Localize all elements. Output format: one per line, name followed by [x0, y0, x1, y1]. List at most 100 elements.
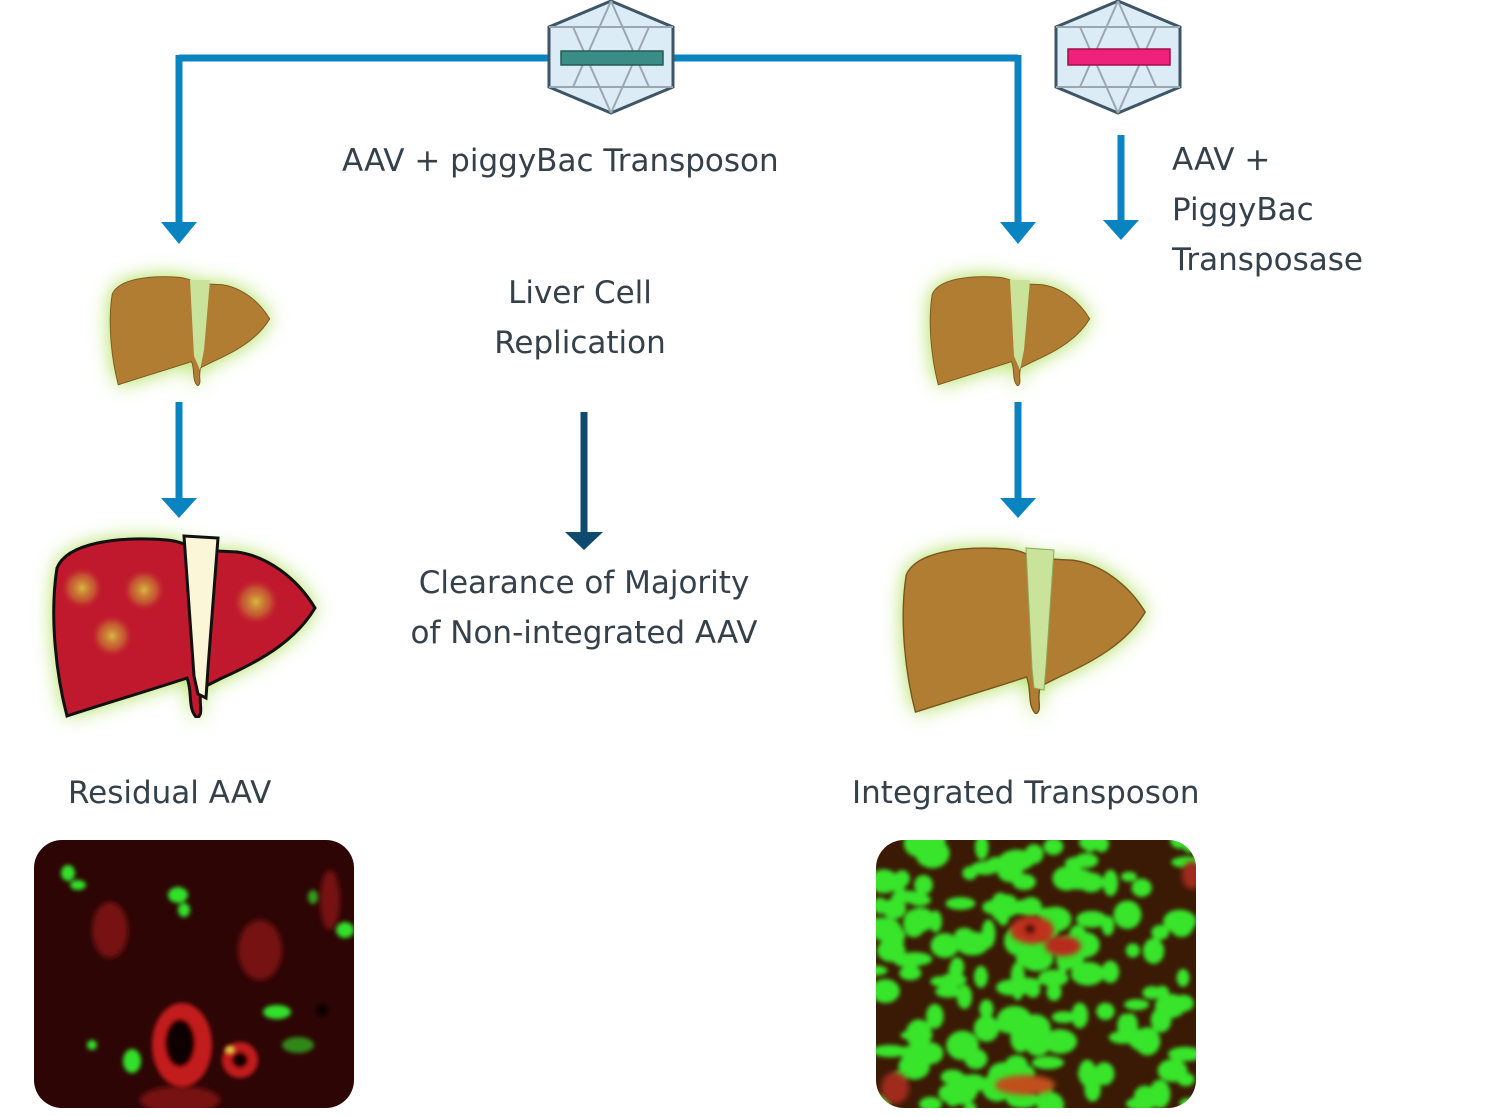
fluorescent-cell: [1076, 910, 1108, 928]
fluorescent-cell: [1046, 983, 1062, 1001]
aav-spot: [60, 566, 104, 610]
fluorescent-cell: [945, 897, 976, 910]
aav-spot: [90, 614, 134, 658]
fluorescent-cell: [1101, 960, 1120, 984]
transposase-vector-label: AAV + PiggyBac Transposase: [1172, 135, 1363, 285]
fluorescent-cell: [1043, 1029, 1078, 1054]
micrograph-residual-aav: [34, 840, 354, 1108]
fluorescent-cell: [1084, 1076, 1101, 1102]
residual-aav-label: Residual AAV: [68, 775, 272, 811]
fluorescent-cell: [876, 1044, 908, 1058]
fluorescent-cell: [907, 907, 935, 932]
fluorescent-cell: [1051, 1011, 1076, 1024]
fluorescent-cell: [1093, 1062, 1115, 1086]
fluorescent-cell: [1142, 938, 1165, 964]
arrow-head-icon: [1103, 220, 1139, 240]
fluorescent-cell: [930, 933, 960, 958]
transposase-label-line: PiggyBac: [1172, 192, 1314, 228]
transposase-arrow: [1103, 135, 1139, 240]
fluorescent-cell: [997, 859, 1024, 883]
fluorescent-cell: [1176, 968, 1190, 987]
fluorescent-cell: [899, 965, 922, 981]
arrow-right-head-icon: [1000, 222, 1036, 244]
fluorescent-cell: [975, 840, 989, 860]
fluorescent-cell: [948, 963, 963, 976]
fluorescent-cell: [1177, 1072, 1195, 1087]
micrograph-integrated-transposon: [876, 840, 1196, 1108]
fluorescent-cell: [962, 866, 978, 880]
clearance-label: Clearance of Majority of Non-integrated …: [384, 558, 784, 658]
integrated-transposon-label: Integrated Transposon: [852, 775, 1200, 811]
fluorescent-cell: [973, 1015, 1000, 1042]
fluorescent-cell: [903, 840, 934, 858]
arrow-replication-to-clearance: [565, 412, 603, 550]
fluorescent-cell: [891, 872, 906, 895]
fluorescent-cell: [1031, 1056, 1064, 1070]
fluorescent-cell: [1131, 878, 1152, 897]
fluorescent-cell: [998, 1021, 1029, 1034]
fluorescent-cell: [893, 955, 925, 968]
aav-capsid-transposase-icon: [1054, 0, 1182, 115]
fluorescent-cell: [1061, 868, 1096, 890]
transposase-label-line: AAV +: [1172, 142, 1271, 178]
fluorescent-cell: [1124, 999, 1150, 1011]
aav-spot: [122, 568, 166, 612]
fluorescent-cell: [973, 965, 988, 988]
fluorescent-cell: [1093, 840, 1110, 853]
clearance-label-line: of Non-integrated AAV: [410, 615, 758, 651]
fluorescent-cell: [898, 1053, 930, 1080]
fluorescent-cell: [1043, 840, 1064, 856]
fluorescent-cell: [1150, 1007, 1172, 1033]
fluorescent-cell: [882, 898, 907, 920]
fluorescent-cell: [1173, 994, 1194, 1012]
transposase-label-line: Transposase: [1172, 242, 1363, 278]
liver-integrated-icon: [902, 547, 1146, 714]
fluorescent-cell: [940, 972, 967, 988]
fluorescent-cell: [926, 1003, 944, 1029]
aav-capsid-transposon-icon: [547, 0, 675, 115]
fluorescent-cell: [876, 923, 897, 941]
replication-label-line: Liver Cell: [508, 275, 652, 311]
fluorescent-cell: [1070, 961, 1105, 986]
fluorescent-cell: [935, 985, 962, 998]
fluorescent-cell: [1170, 840, 1190, 849]
liver-residual-aav-icon: [52, 534, 317, 718]
transposon-cargo: [560, 50, 664, 66]
replication-label: Liver Cell Replication: [430, 268, 730, 368]
arrow-down-left: [161, 402, 197, 518]
fluorescent-cell: [914, 874, 933, 895]
fluorescent-cell: [979, 999, 994, 1019]
fluorescent-cell: [1012, 977, 1041, 990]
fluorescent-cell: [1096, 1002, 1115, 1020]
fluorescent-cell: [1102, 869, 1119, 897]
aav-spot: [232, 578, 280, 626]
fluorescent-cell: [1125, 943, 1140, 958]
fluorescent-cell: [950, 1074, 978, 1104]
fluorescent-cell: [970, 861, 1000, 875]
fluorescent-cell: [1121, 871, 1137, 882]
fluorescent-cell: [1113, 900, 1142, 929]
fluorescent-cell: [1142, 986, 1162, 1000]
fluorescent-cell: [1129, 1029, 1158, 1052]
fluorescent-cell: [1024, 1030, 1051, 1057]
fluorescent-cell: [876, 979, 900, 1004]
arrow-left-head-icon: [161, 222, 197, 244]
fluorescent-cell: [905, 1019, 932, 1049]
fluorescent-cell: [1071, 1002, 1089, 1029]
fluorescent-cell: [1038, 969, 1069, 987]
clearance-label-line: Clearance of Majority: [418, 565, 750, 601]
arrow-down-right: [1000, 402, 1036, 518]
fluorescent-cell: [964, 1048, 988, 1070]
fluorescent-cell: [1108, 1031, 1138, 1044]
fluorescent-cell: [1134, 1085, 1156, 1106]
transposon-vector-label: AAV + piggyBac Transposon: [342, 143, 779, 179]
fluorescent-cell: [1182, 840, 1196, 853]
fluorescent-cell: [1081, 840, 1099, 852]
fluorescent-cell: [876, 869, 899, 894]
fluorescent-cell: [1009, 899, 1041, 915]
fluorescent-cell: [919, 1096, 942, 1108]
fluorescent-cell: [964, 1102, 977, 1108]
fluorescent-cell: [955, 931, 990, 956]
fluorescent-cell: [1151, 924, 1170, 940]
